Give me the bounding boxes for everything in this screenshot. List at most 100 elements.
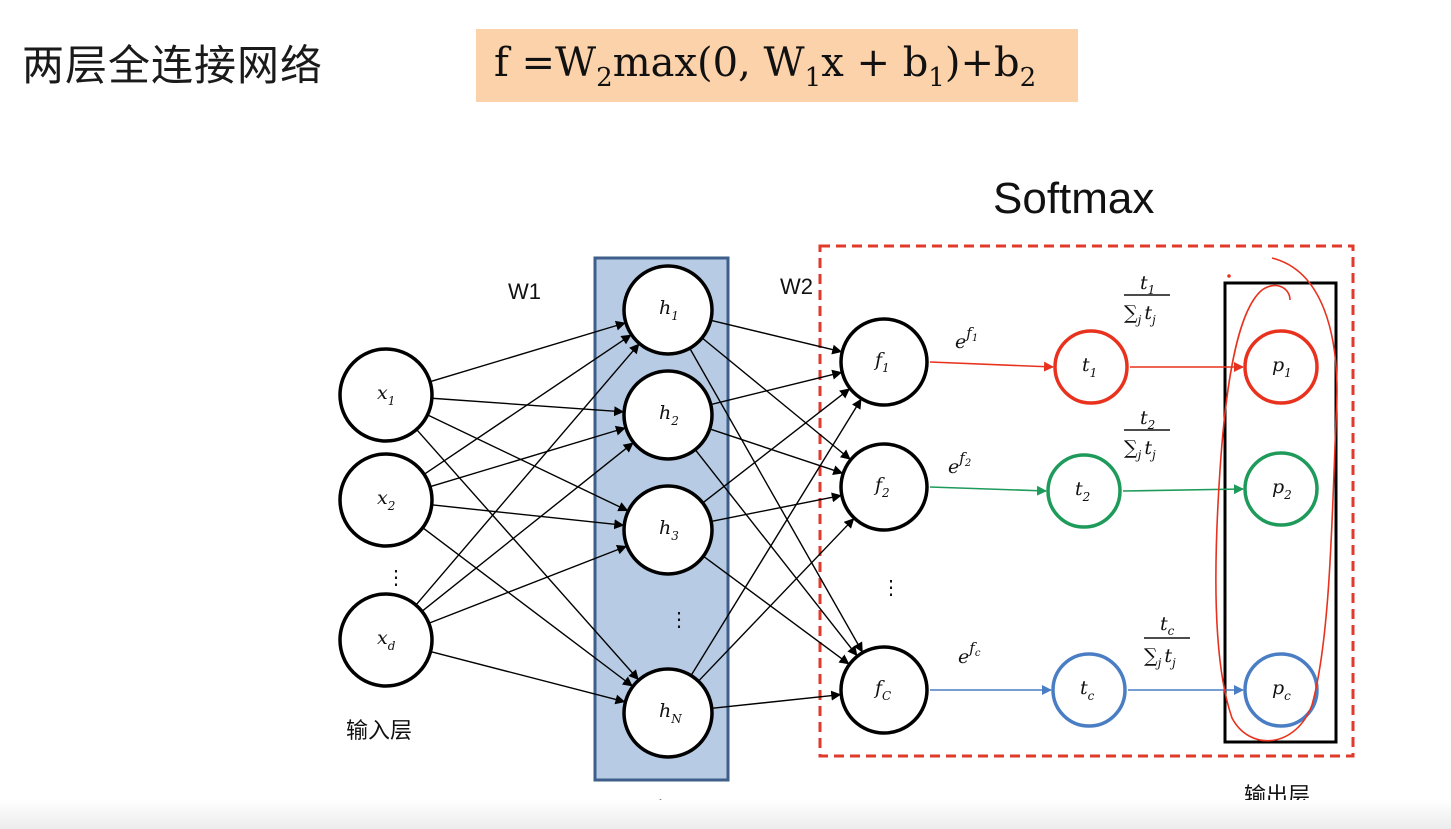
frac-num-sub: 2	[1147, 418, 1156, 432]
softmax-label: Softmax	[993, 174, 1154, 223]
frac-num-sub: 1	[1148, 283, 1156, 297]
edge-input-hidden	[423, 334, 632, 475]
edge-hidden-score	[701, 337, 851, 460]
exp-sup: f	[958, 449, 967, 467]
formula-tail: )+b	[944, 40, 1020, 86]
node-label-base: t	[1082, 354, 1090, 376]
frac-den-tail: t	[1144, 302, 1152, 324]
frac-den: ∑	[1144, 645, 1158, 667]
exp-supsub: c	[975, 648, 981, 659]
node-label-sub: 1	[882, 361, 890, 375]
node-label-base: x	[377, 627, 388, 649]
prob-node-2: p2	[1243, 451, 1319, 527]
node-circle	[839, 317, 929, 407]
node-label-sub: 2	[1283, 488, 1292, 502]
svg-text:efc: efc	[958, 639, 981, 668]
frac-den: ∑	[1124, 302, 1138, 324]
node-circle	[1046, 453, 1122, 529]
node-label-sub: 1	[1284, 366, 1292, 380]
softmax-region	[818, 244, 1355, 758]
exp-node-2: t2	[1046, 453, 1122, 529]
edge-hidden-score	[694, 449, 858, 657]
node-label: hN	[659, 700, 682, 726]
formula-lead: f =W	[494, 40, 597, 86]
node-label-base: p	[1272, 354, 1284, 376]
svg-text:tc: tc	[1160, 613, 1175, 638]
hidden-node-N: hN	[622, 667, 714, 759]
exp-node-1: t1	[1053, 329, 1129, 405]
exp-node-c: tc	[1051, 652, 1127, 728]
frac-den-tail-sub: j	[1149, 448, 1156, 462]
svg-text:∑jtj: ∑jtj	[1144, 645, 1176, 670]
node-label-sub: 1	[388, 394, 396, 408]
edge-input-hidden	[430, 650, 626, 705]
exp-base: e	[955, 331, 966, 353]
node-circle	[338, 592, 434, 688]
edge-input-hidden	[415, 343, 640, 606]
exp-sup: f	[965, 324, 974, 342]
edge-hidden-score	[710, 319, 843, 355]
w1-label: W1	[508, 279, 541, 304]
score-node-1: f1	[839, 317, 929, 407]
node-label-sub: 2	[1082, 490, 1091, 504]
edge-hidden-score	[690, 398, 862, 676]
node-label-base: t	[1075, 478, 1083, 500]
svg-text:ef1: ef1	[955, 324, 978, 353]
edge-input-hidden	[415, 428, 639, 681]
exp-label-c: efc	[958, 639, 981, 668]
node-circle	[839, 645, 929, 735]
node-label-sub: 1	[1090, 366, 1098, 380]
hidden-node-3: h3	[622, 484, 714, 576]
node-label-sub: C	[882, 689, 891, 703]
node-label-sub: c	[1284, 689, 1291, 703]
node-label-sub: 2	[670, 414, 679, 428]
node-label: t1	[1082, 354, 1097, 380]
node-label: h2	[659, 402, 679, 428]
score-ellipsis: ⋮	[881, 577, 901, 599]
svg-text:ef2: ef2	[948, 449, 971, 478]
edge-score-exp-red	[929, 361, 1054, 372]
node-label: f2	[873, 474, 890, 500]
node-circle	[1243, 329, 1319, 405]
exp-supsub: 1	[972, 333, 978, 344]
svg-text:t2: t2	[1140, 407, 1155, 432]
node-label-sub: c	[1088, 689, 1095, 703]
frac-num: t	[1160, 613, 1168, 635]
edge-hidden-score	[711, 690, 842, 710]
frac-num: t	[1140, 272, 1148, 294]
prob-node-c: pc	[1243, 652, 1319, 728]
node-label-base: h	[659, 402, 671, 424]
edge-input-hidden	[429, 320, 626, 383]
node-label-sub: 2	[387, 499, 396, 513]
edge-input-hidden	[427, 414, 629, 512]
node-circle	[622, 667, 714, 759]
node-label: fC	[873, 677, 891, 703]
edge-hidden-score	[702, 555, 850, 665]
node-circle	[622, 484, 714, 576]
frac-den-sub: j	[1135, 313, 1142, 327]
formula-b1-sub: 1	[928, 63, 945, 93]
node-label-base: x	[377, 382, 388, 404]
formula-mid: max(0, W	[612, 40, 805, 86]
node-label: h1	[659, 297, 679, 323]
formula-highlight	[476, 29, 1078, 102]
node-label: xd	[377, 627, 396, 653]
exp-sup: f	[968, 639, 977, 657]
hidden-ellipsis: ⋮	[669, 609, 689, 631]
node-label-base: h	[659, 700, 671, 722]
formula-x-plus-b: x + b	[821, 40, 929, 86]
svg-text:t1: t1	[1140, 272, 1155, 297]
node-label-base: t	[1080, 677, 1088, 699]
node-label-base: h	[659, 517, 671, 539]
node-label-sub: d	[388, 639, 396, 653]
edge-input-hidden	[431, 504, 625, 530]
frac-den-sub: j	[1135, 448, 1142, 462]
connection-edges	[415, 319, 1244, 710]
edge-hidden-score	[689, 347, 863, 653]
exp-base: e	[958, 646, 969, 668]
frac-den-tail-sub: j	[1169, 656, 1176, 670]
node-label: pc	[1272, 677, 1291, 703]
edge-hidden-score	[711, 492, 842, 523]
